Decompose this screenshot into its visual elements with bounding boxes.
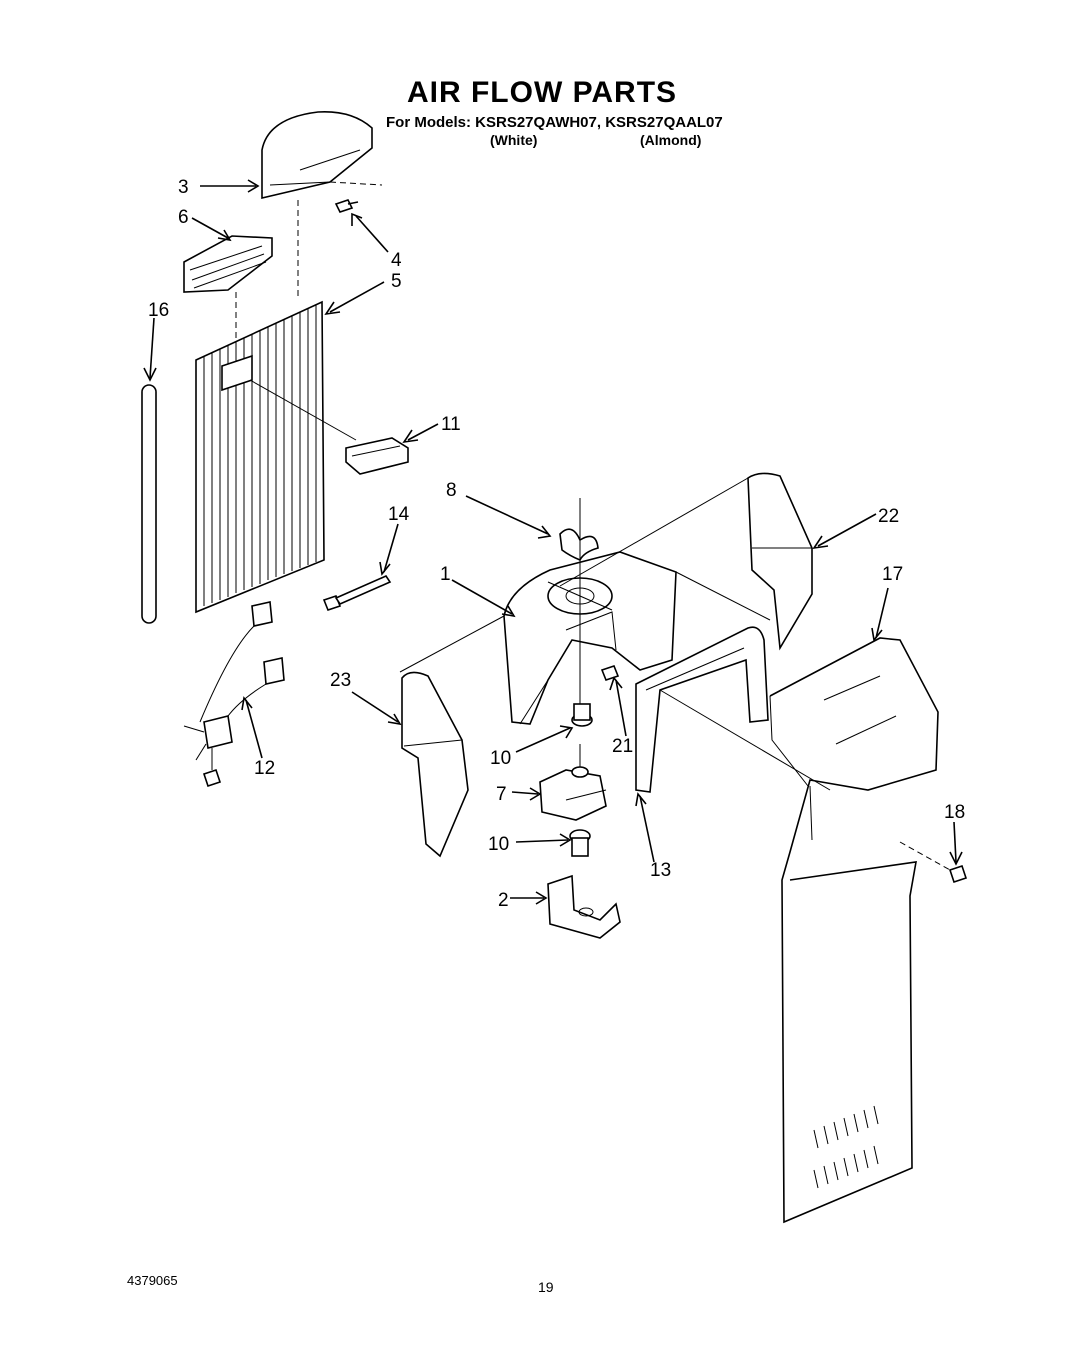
callout-7: 7 xyxy=(496,784,507,805)
guide-line xyxy=(399,615,505,673)
part-10-grommet-lower xyxy=(569,829,591,857)
callout-10-upper: 10 xyxy=(490,748,511,769)
callout-3: 3 xyxy=(178,177,189,198)
part-2-motor-bracket xyxy=(547,874,621,939)
document-number: 4379065 xyxy=(127,1273,178,1288)
callout-11: 11 xyxy=(441,414,461,435)
part-14-probe xyxy=(322,574,392,611)
part-4-screw xyxy=(334,199,359,213)
part-7-fan-motor xyxy=(539,744,607,821)
callout-13: 13 xyxy=(650,860,671,881)
page-number: 19 xyxy=(538,1279,554,1295)
part-22-air-duct xyxy=(747,472,813,651)
part-11-sensor xyxy=(345,437,409,475)
part-8-fan-blade xyxy=(559,498,599,720)
guide-line xyxy=(659,689,831,791)
part-17-rear-duct xyxy=(769,637,939,1224)
part-1-fan-housing xyxy=(503,551,677,725)
part-23-air-duct xyxy=(401,671,469,858)
part-10-grommet-upper xyxy=(571,703,593,727)
leader-lines xyxy=(143,179,963,905)
finish-white-label: (White) xyxy=(490,132,538,148)
callout-12: 12 xyxy=(254,758,275,779)
part-12-wire-harness xyxy=(183,601,285,788)
guide-line xyxy=(559,477,749,587)
callout-18: 18 xyxy=(944,802,965,823)
model-numbers: For Models: KSRS27QAWH07, KSRS27QAAL07 xyxy=(386,114,723,131)
callout-2: 2 xyxy=(498,890,509,911)
callout-14: 14 xyxy=(388,504,410,525)
callout-5: 5 xyxy=(391,271,402,292)
callout-1: 1 xyxy=(440,564,451,585)
callout-21: 21 xyxy=(612,736,633,757)
callout-4: 4 xyxy=(391,250,402,271)
finish-almond-label: (Almond) xyxy=(640,132,702,148)
part-16-tube xyxy=(141,384,157,624)
part-6-grille xyxy=(183,235,273,293)
callout-16: 16 xyxy=(148,300,169,321)
callout-17: 17 xyxy=(882,564,903,585)
callout-23: 23 xyxy=(330,670,351,691)
page-title: AIR FLOW PARTS xyxy=(406,76,678,109)
part-3-duct-cover xyxy=(261,111,383,200)
part-18-screw xyxy=(899,841,968,884)
callout-6: 6 xyxy=(178,207,189,228)
part-21-screw xyxy=(600,665,620,681)
guide-line xyxy=(675,571,771,621)
callout-10-lower: 10 xyxy=(488,834,509,855)
part-5-evaporator-cover xyxy=(195,200,357,614)
callout-8: 8 xyxy=(446,480,457,501)
callout-22: 22 xyxy=(878,506,899,527)
